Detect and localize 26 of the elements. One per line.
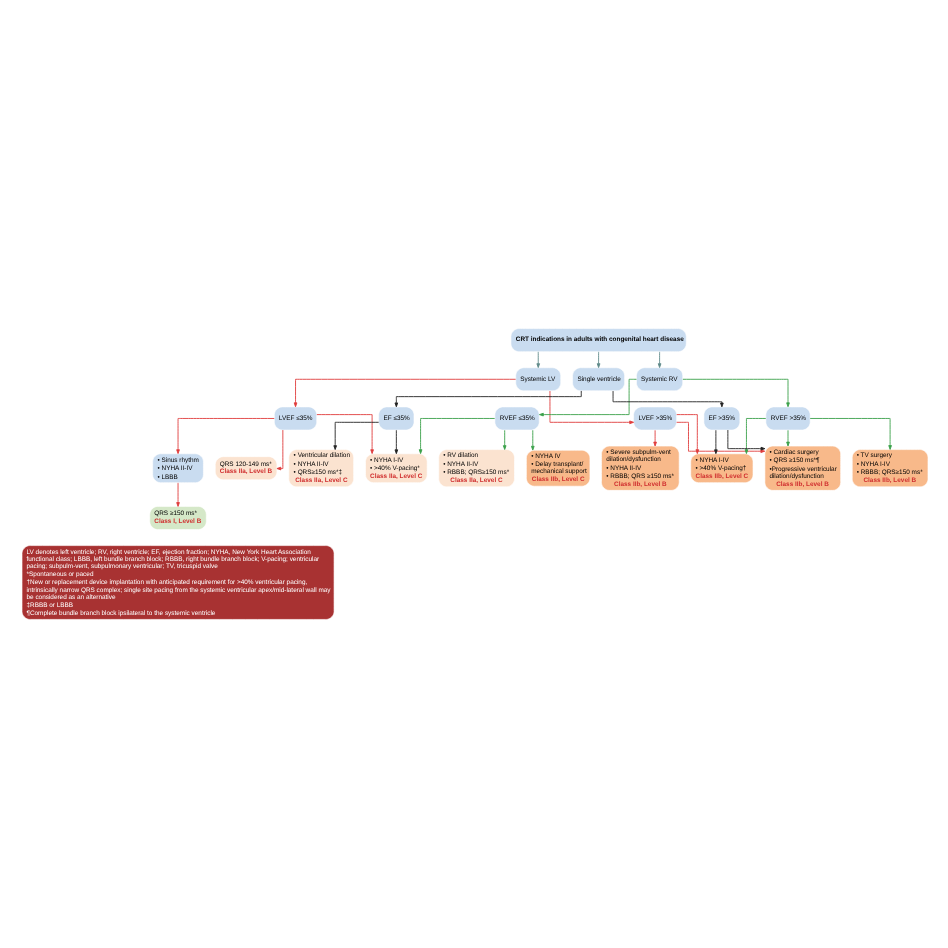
arrow [785, 429, 789, 447]
arrow [393, 429, 398, 455]
arrow [675, 421, 765, 453]
arrow [535, 351, 540, 368]
arrow [175, 482, 179, 507]
arrow [743, 418, 766, 454]
arrow [530, 429, 534, 451]
arrow [656, 351, 661, 368]
arrow [175, 418, 274, 454]
arrow [595, 351, 600, 368]
arrow [548, 390, 634, 425]
arrow [675, 414, 699, 454]
arrow [275, 429, 283, 471]
arrow [681, 378, 789, 408]
arrow [315, 414, 373, 454]
arrow [713, 429, 717, 455]
arrow [393, 390, 581, 408]
arrow [538, 378, 636, 417]
arrow [501, 429, 506, 450]
arrow [292, 378, 516, 408]
arrow [726, 429, 765, 451]
arrow [332, 421, 379, 450]
arrow [611, 390, 723, 408]
arrow [808, 418, 891, 450]
arrow [417, 418, 495, 454]
arrow [652, 429, 656, 447]
